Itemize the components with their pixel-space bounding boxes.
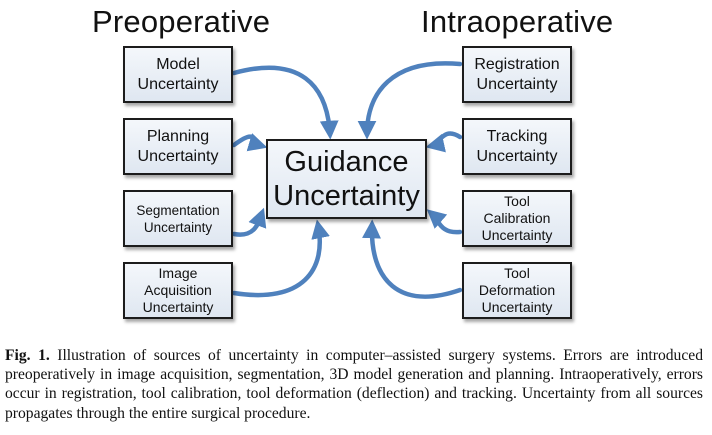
- box-line: Calibration: [483, 210, 551, 226]
- registration-uncertainty-box: Registration Uncertainty: [462, 46, 572, 103]
- box-line: Uncertainty: [481, 299, 553, 315]
- box-line: Acquisition: [144, 282, 212, 298]
- box-line: Model: [156, 55, 200, 73]
- box-line: Segmentation: [136, 202, 220, 218]
- arrow-tracking: [425, 131, 463, 153]
- box-line: Tracking: [486, 127, 548, 145]
- box-line: Deformation: [478, 282, 556, 298]
- box-line: Image: [158, 265, 198, 281]
- tool-calibration-uncertainty-box: Tool Calibration Uncertainty: [462, 190, 572, 247]
- model-uncertainty-box: Model Uncertainty: [123, 46, 233, 103]
- box-line: Uncertainty: [481, 227, 553, 243]
- arrow-model: [231, 65, 339, 140]
- box-line: Planning: [146, 127, 210, 145]
- caption-label: Fig. 1.: [5, 347, 50, 364]
- arrow-image-acquisition: [231, 219, 330, 298]
- center-line-1: Guidance: [284, 146, 409, 178]
- arrow-tool-deformation: [362, 219, 463, 299]
- arrow-segmentation: [231, 207, 267, 237]
- arrow-registration: [357, 61, 463, 140]
- center-line-2: Uncertainty: [273, 180, 420, 212]
- tracking-uncertainty-box: Tracking Uncertainty: [462, 118, 572, 175]
- box-line: Tool: [504, 265, 530, 281]
- tool-deformation-uncertainty-box: Tool Deformation Uncertainty: [462, 262, 572, 319]
- figure-caption: Fig. 1. Illustration of sources of uncer…: [5, 346, 703, 423]
- arrow-tool-calibration: [426, 209, 463, 235]
- box-line: Uncertainty: [137, 75, 219, 93]
- box-line: Uncertainty: [476, 75, 558, 93]
- box-line: Uncertainty: [142, 299, 214, 315]
- box-line: Tool: [504, 193, 530, 209]
- arrow-planning: [231, 133, 268, 152]
- box-line: Uncertainty: [137, 147, 219, 165]
- box-line: Uncertainty: [476, 147, 558, 165]
- arrows-layer: [231, 61, 463, 299]
- box-line: Registration: [474, 55, 560, 73]
- guidance-uncertainty-box: Guidance Uncertainty: [266, 139, 427, 219]
- image-acquisition-uncertainty-box: Image Acquisition Uncertainty: [123, 262, 233, 319]
- box-line: Uncertainty: [143, 219, 213, 235]
- intraoperative-heading: Intraoperative: [421, 4, 614, 39]
- planning-uncertainty-box: Planning Uncertainty: [123, 118, 233, 175]
- segmentation-uncertainty-box: Segmentation Uncertainty: [123, 190, 233, 247]
- caption-text: Illustration of sources of uncertainty i…: [5, 347, 703, 422]
- preoperative-heading: Preoperative: [92, 4, 271, 39]
